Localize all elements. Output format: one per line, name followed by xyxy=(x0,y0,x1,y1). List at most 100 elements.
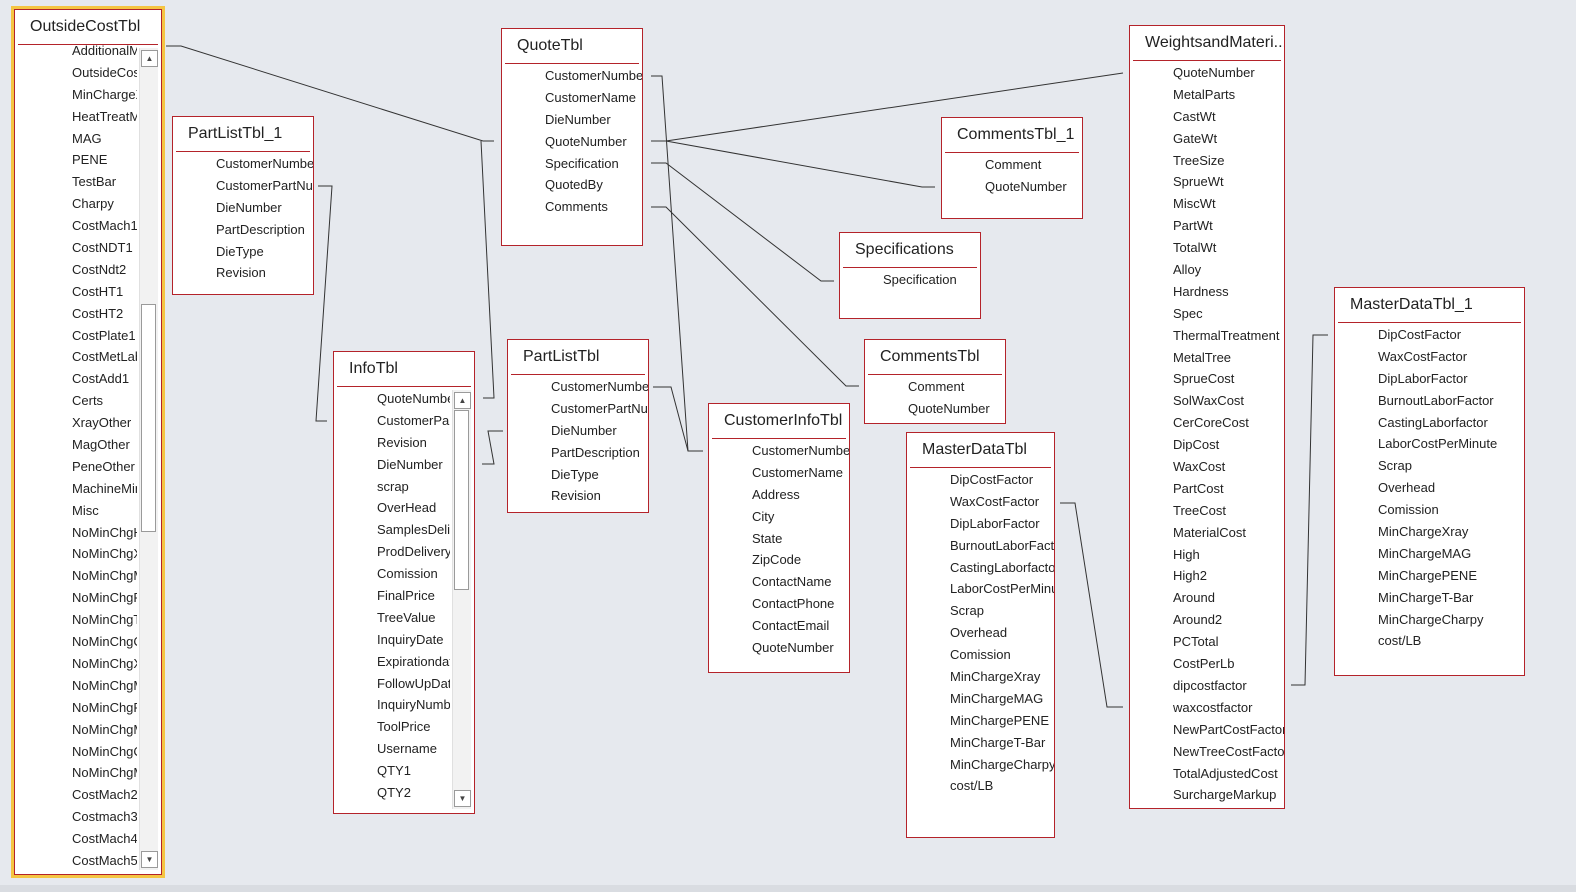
field-item[interactable]: Comment xyxy=(985,157,1042,172)
field-item[interactable]: DipCostFactor xyxy=(950,472,1034,487)
field-item[interactable]: CostPerLb xyxy=(1173,656,1235,672)
field-item[interactable]: QuoteNumber xyxy=(752,640,834,656)
field-item[interactable]: DipLaborFactor xyxy=(1378,370,1468,386)
field-item[interactable]: Specification xyxy=(883,272,957,287)
field-item[interactable]: DipCostFactor xyxy=(1378,327,1462,342)
scroll-down-arrow-icon[interactable]: ▼ xyxy=(141,851,158,868)
field-item[interactable]: OutsideCostT xyxy=(72,64,137,80)
field-item[interactable]: Expirationdat xyxy=(377,653,450,669)
field-item[interactable]: ContactName xyxy=(752,574,832,590)
field-item[interactable]: CostMach5 xyxy=(72,852,137,868)
field-item[interactable]: MinChargeXra xyxy=(72,86,137,102)
field-item[interactable]: CustomerNumbe xyxy=(551,379,648,394)
field-item[interactable]: WaxCostFactor xyxy=(950,493,1040,509)
field-item[interactable]: LaborCostPerMinute xyxy=(1378,436,1498,452)
field-item[interactable]: QTY2 xyxy=(377,785,411,801)
field-item[interactable]: Comission xyxy=(950,647,1011,663)
field-item[interactable]: QTY1 xyxy=(377,763,411,779)
field-item[interactable]: MinChargeT-Bar xyxy=(950,734,1046,750)
field-item[interactable]: InquiryNumb xyxy=(377,697,450,713)
table-outsidecost[interactable]: OutsideCostTblAdditionalMaOutsideCostTMi… xyxy=(11,6,165,878)
field-item[interactable]: CostHT1 xyxy=(72,283,124,299)
table-title[interactable]: QuoteTbl xyxy=(517,37,583,54)
field-list[interactable]: Specification xyxy=(840,269,980,316)
field-item[interactable]: MiscWt xyxy=(1173,196,1216,212)
field-item[interactable]: MagOther xyxy=(72,437,130,453)
table-title[interactable]: CommentsTbl xyxy=(880,348,980,365)
field-item[interactable]: MetalTree xyxy=(1173,349,1232,365)
field-item[interactable]: HeatTreatMin xyxy=(72,108,137,124)
field-item[interactable]: NoMinChgPen xyxy=(72,699,137,715)
field-item[interactable]: SprueWt xyxy=(1173,174,1224,190)
field-item[interactable]: MaterialCost xyxy=(1173,524,1246,540)
field-item[interactable]: dipcostfactor xyxy=(1173,677,1247,693)
field-item[interactable]: NewPartCostFactor xyxy=(1173,721,1284,737)
field-item[interactable]: ContactPhone xyxy=(752,596,835,612)
field-item[interactable]: CerCoreCost xyxy=(1173,415,1249,431)
table-title[interactable]: WeightsandMateri... xyxy=(1145,34,1284,51)
field-item[interactable]: FinalPrice xyxy=(377,588,435,604)
field-item[interactable]: QuoteNumber xyxy=(1173,65,1255,80)
field-item[interactable]: PartDescription xyxy=(551,444,640,460)
field-item[interactable]: CostNdt2 xyxy=(72,261,127,277)
field-item[interactable]: CastWt xyxy=(1173,108,1216,124)
field-item[interactable]: CustomerPartNu xyxy=(551,400,648,416)
field-item[interactable]: CustomerNumbe xyxy=(752,443,849,458)
field-item[interactable]: cost/LB xyxy=(1378,633,1422,649)
field-item[interactable]: PCTotal xyxy=(1173,634,1219,650)
field-item[interactable]: Comments xyxy=(545,199,608,215)
field-item[interactable]: MinChargePENE xyxy=(950,712,1049,728)
field-item[interactable]: ContactEmail xyxy=(752,618,830,634)
field-item[interactable]: MinChargeMAG xyxy=(950,690,1044,706)
field-item[interactable]: NoMinChgXra xyxy=(72,655,137,671)
field-item[interactable]: TestBar xyxy=(72,174,117,190)
field-item[interactable]: MAG xyxy=(72,130,102,146)
scroll-thumb[interactable] xyxy=(141,304,156,532)
field-item[interactable]: CostAdd1 xyxy=(72,371,130,387)
field-item[interactable]: CustomerNumbe xyxy=(545,68,642,83)
table-title[interactable]: OutsideCostTbl xyxy=(30,18,141,35)
field-item[interactable]: CustomerPar xyxy=(377,412,450,428)
field-item[interactable]: Scrap xyxy=(1378,458,1412,474)
field-item[interactable]: PENE xyxy=(72,152,108,168)
field-item[interactable]: DieType xyxy=(216,243,264,259)
field-item[interactable]: MinChargeXray xyxy=(1378,524,1469,540)
field-item[interactable]: ToolPrice xyxy=(377,719,431,735)
field-item[interactable]: Certs xyxy=(72,393,104,409)
vertical-scrollbar[interactable]: ▲▼ xyxy=(139,48,158,870)
field-item[interactable]: DieNumber xyxy=(545,111,611,127)
scroll-thumb[interactable] xyxy=(454,410,469,590)
field-item[interactable]: SamplesDeliv xyxy=(377,522,450,538)
field-item[interactable]: Overhead xyxy=(950,625,1008,641)
field-item[interactable]: QuoteNumber xyxy=(908,400,990,416)
field-item[interactable]: TotalAdjustedCost xyxy=(1173,765,1278,781)
field-item[interactable]: NoMinChgTBa xyxy=(72,612,137,628)
field-item[interactable]: ProdDelivery xyxy=(377,544,450,560)
field-item[interactable]: Username xyxy=(377,741,437,757)
field-item[interactable]: NoMinChgMa xyxy=(72,677,137,693)
field-item[interactable]: QuoteNumber xyxy=(985,178,1067,194)
field-item[interactable]: SprueCost xyxy=(1173,371,1235,387)
table-title[interactable]: MasterDataTbl xyxy=(922,441,1027,458)
table-title[interactable]: CustomerInfoTbl xyxy=(724,412,843,429)
field-item[interactable]: CostPlate1 xyxy=(72,327,136,343)
field-item[interactable]: NoMinChgXra xyxy=(72,546,137,562)
field-item[interactable]: Misc xyxy=(72,502,99,518)
field-item[interactable]: Spec xyxy=(1173,305,1203,321)
field-item[interactable]: CustomerPartNu xyxy=(216,177,313,193)
field-item[interactable]: Revision xyxy=(551,488,601,504)
field-item[interactable]: PartDescription xyxy=(216,221,305,237)
field-item[interactable]: TotalWt xyxy=(1173,240,1217,256)
field-item[interactable]: DipLaborFactor xyxy=(950,515,1040,531)
field-item[interactable]: Specification xyxy=(545,155,619,171)
